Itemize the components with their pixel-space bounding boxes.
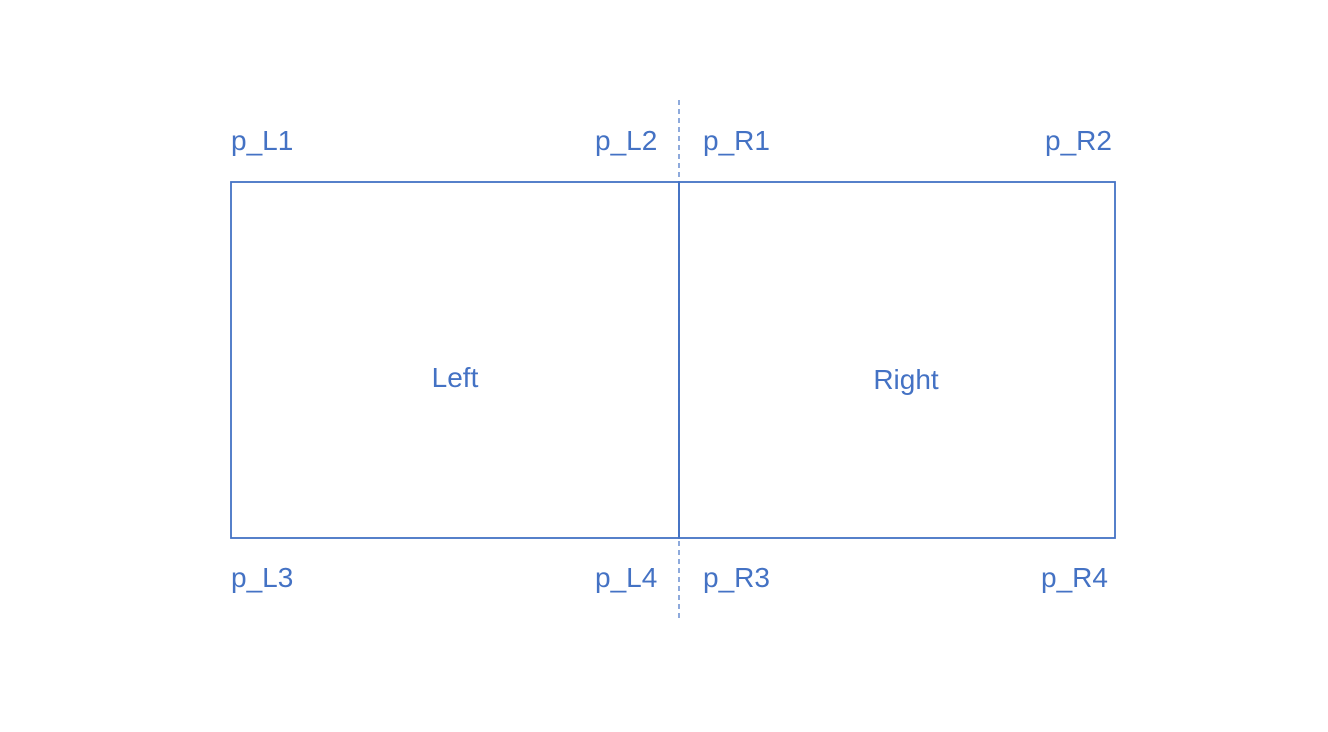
corner-label-r3: p_R3 bbox=[703, 562, 770, 593]
corner-label-r2: p_R2 bbox=[1045, 125, 1112, 156]
corner-label-l2: p_L2 bbox=[595, 125, 657, 156]
right-panel-rect bbox=[678, 181, 1116, 539]
corner-label-l3: p_L3 bbox=[231, 562, 293, 593]
corner-label-r4: p_R4 bbox=[1041, 562, 1108, 593]
left-panel-label: Left bbox=[432, 362, 479, 393]
corner-label-l1: p_L1 bbox=[231, 125, 293, 156]
right-panel-label: Right bbox=[873, 364, 939, 395]
corner-label-r1: p_R1 bbox=[703, 125, 770, 156]
corner-label-l4: p_L4 bbox=[595, 562, 657, 593]
left-panel-rect bbox=[230, 181, 680, 539]
